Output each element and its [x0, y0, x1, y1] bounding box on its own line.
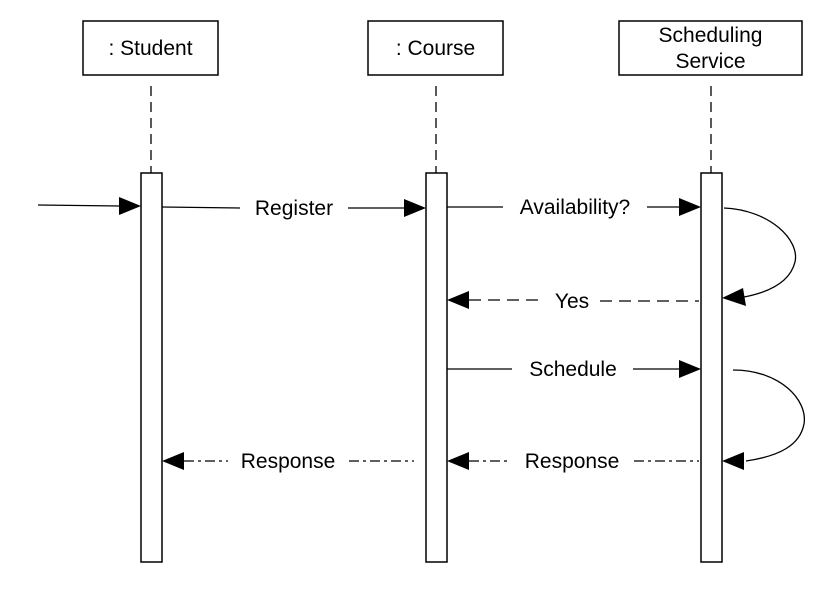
participant-course: : Course [367, 20, 504, 76]
message-yes: Yes [447, 290, 699, 313]
message-schedule-arrowhead [679, 360, 701, 378]
message-availability-arrowhead [679, 198, 701, 216]
participant-scheduling-service-label-line1: Scheduling [659, 24, 763, 47]
message-response-to-student-label: Response [241, 450, 336, 473]
message-response-to-course-arrowhead [447, 452, 469, 470]
message-schedule: Schedule [447, 358, 701, 381]
message-response-to-course: Response [447, 450, 699, 473]
activation-bar-scheduling-service [700, 172, 723, 563]
self-call-loop-1 [722, 207, 797, 306]
message-yes-label: Yes [555, 290, 589, 313]
message-register-line-left [161, 206, 241, 209]
participant-student: : Student [82, 20, 219, 76]
message-register-label: Register [255, 197, 333, 220]
message-register: Register [161, 197, 426, 220]
self-call-loop-2-arrowhead [722, 452, 744, 470]
message-incoming [37, 197, 141, 215]
participant-course-box [367, 20, 504, 76]
message-availability-label: Availability? [520, 196, 631, 219]
message-response-to-student-arrowhead [162, 452, 184, 470]
participant-scheduling-service-box [618, 20, 803, 76]
message-yes-arrowhead [447, 291, 469, 309]
participant-student-label: : Student [108, 37, 192, 60]
self-call-loop-2 [722, 369, 805, 470]
participant-course-label: : Course [396, 37, 475, 60]
participant-student-box [82, 20, 219, 76]
self-call-loop-1-arrowhead [722, 288, 746, 306]
participant-scheduling-service-label-line2: Service [675, 50, 745, 73]
message-incoming-arrowhead [119, 197, 141, 215]
message-register-arrowhead [404, 199, 426, 217]
message-availability: Availability? [447, 196, 701, 219]
self-call-loop-1-curve [723, 207, 797, 298]
message-response-to-course-label: Response [525, 450, 620, 473]
self-call-loop-2-curve [732, 369, 805, 462]
activation-bar-student [140, 172, 163, 563]
participant-scheduling-service: Scheduling Service [618, 20, 803, 76]
activation-bar-course [425, 172, 448, 563]
message-schedule-label: Schedule [529, 358, 617, 381]
message-incoming-line [37, 204, 121, 207]
message-response-to-student: Response [162, 450, 414, 473]
